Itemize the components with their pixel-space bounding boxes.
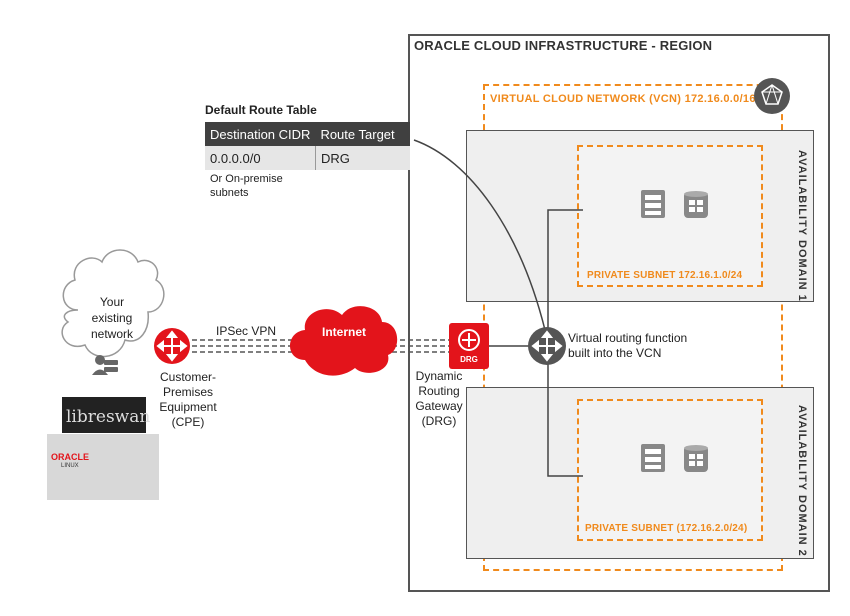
internet-label: Internet <box>321 325 366 339</box>
route-table: Destination CIDR Route Target 0.0.0.0/0 … <box>205 122 410 170</box>
availability-domain-2-label: AVAILABILITY DOMAIN 2 <box>796 405 808 557</box>
oracle-logo-text: ORACLE <box>51 452 89 462</box>
route-table-note: Or On-premise subnets <box>210 173 283 199</box>
libreswan-logo: libreswan <box>62 397 150 433</box>
route-table-header-destination: Destination CIDR <box>205 122 316 146</box>
database-icon-2 <box>684 445 708 472</box>
vrf-label: Virtual routing function built into the … <box>568 331 688 360</box>
region-title: ORACLE CLOUD INFRASTRUCTURE - REGION <box>414 38 713 53</box>
drg-icon <box>449 323 489 369</box>
libreswan-logo-text: libreswan <box>66 407 151 427</box>
internet-cloud-icon <box>290 306 398 376</box>
drg-badge: DRG <box>460 355 478 364</box>
vcn-title: VIRTUAL CLOUD NETWORK (VCN) 172.16.0.0/1… <box>490 93 756 105</box>
on-prem-network-cloud <box>61 249 165 358</box>
vrf-subnet1-connector <box>547 209 583 345</box>
oracle-linux-logo-bg: ORACLE LINUX <box>47 434 159 500</box>
route-table-title: Default Route Table <box>205 103 317 117</box>
vrf-router-icon <box>528 327 566 365</box>
cpe-router-icon <box>154 328 190 364</box>
vcn-icon <box>754 78 790 114</box>
route-table-connector <box>413 139 546 331</box>
on-prem-network-label: Your existing network <box>90 295 134 341</box>
database-icon-1 <box>684 191 708 218</box>
linux-logo-text: LINUX <box>61 463 79 469</box>
compute-server-icon-1 <box>641 190 665 218</box>
server-user-icon <box>92 355 118 375</box>
route-table-cell-target: DRG <box>315 146 410 170</box>
vrf-subnet2-connector <box>547 345 583 477</box>
availability-domain-1-label: AVAILABILITY DOMAIN 1 <box>796 150 808 302</box>
drg-label: Dynamic Routing Gateway (DRG) <box>415 369 463 428</box>
private-subnet-1 <box>577 145 763 287</box>
route-table-cell-destination: 0.0.0.0/0 <box>205 146 316 170</box>
ipsec-vpn-label: IPSec VPN <box>215 324 277 338</box>
route-table-header-target: Route Target <box>315 122 410 146</box>
private-subnet-1-label: PRIVATE SUBNET 172.16.1.0/24 <box>587 270 743 281</box>
private-subnet-2 <box>577 399 763 541</box>
cpe-label: Customer-Premises Equipment (CPE) <box>159 370 217 429</box>
private-subnet-2-label: PRIVATE SUBNET (172.16.2.0/24) <box>585 523 748 534</box>
compute-server-icon-2 <box>641 444 665 472</box>
